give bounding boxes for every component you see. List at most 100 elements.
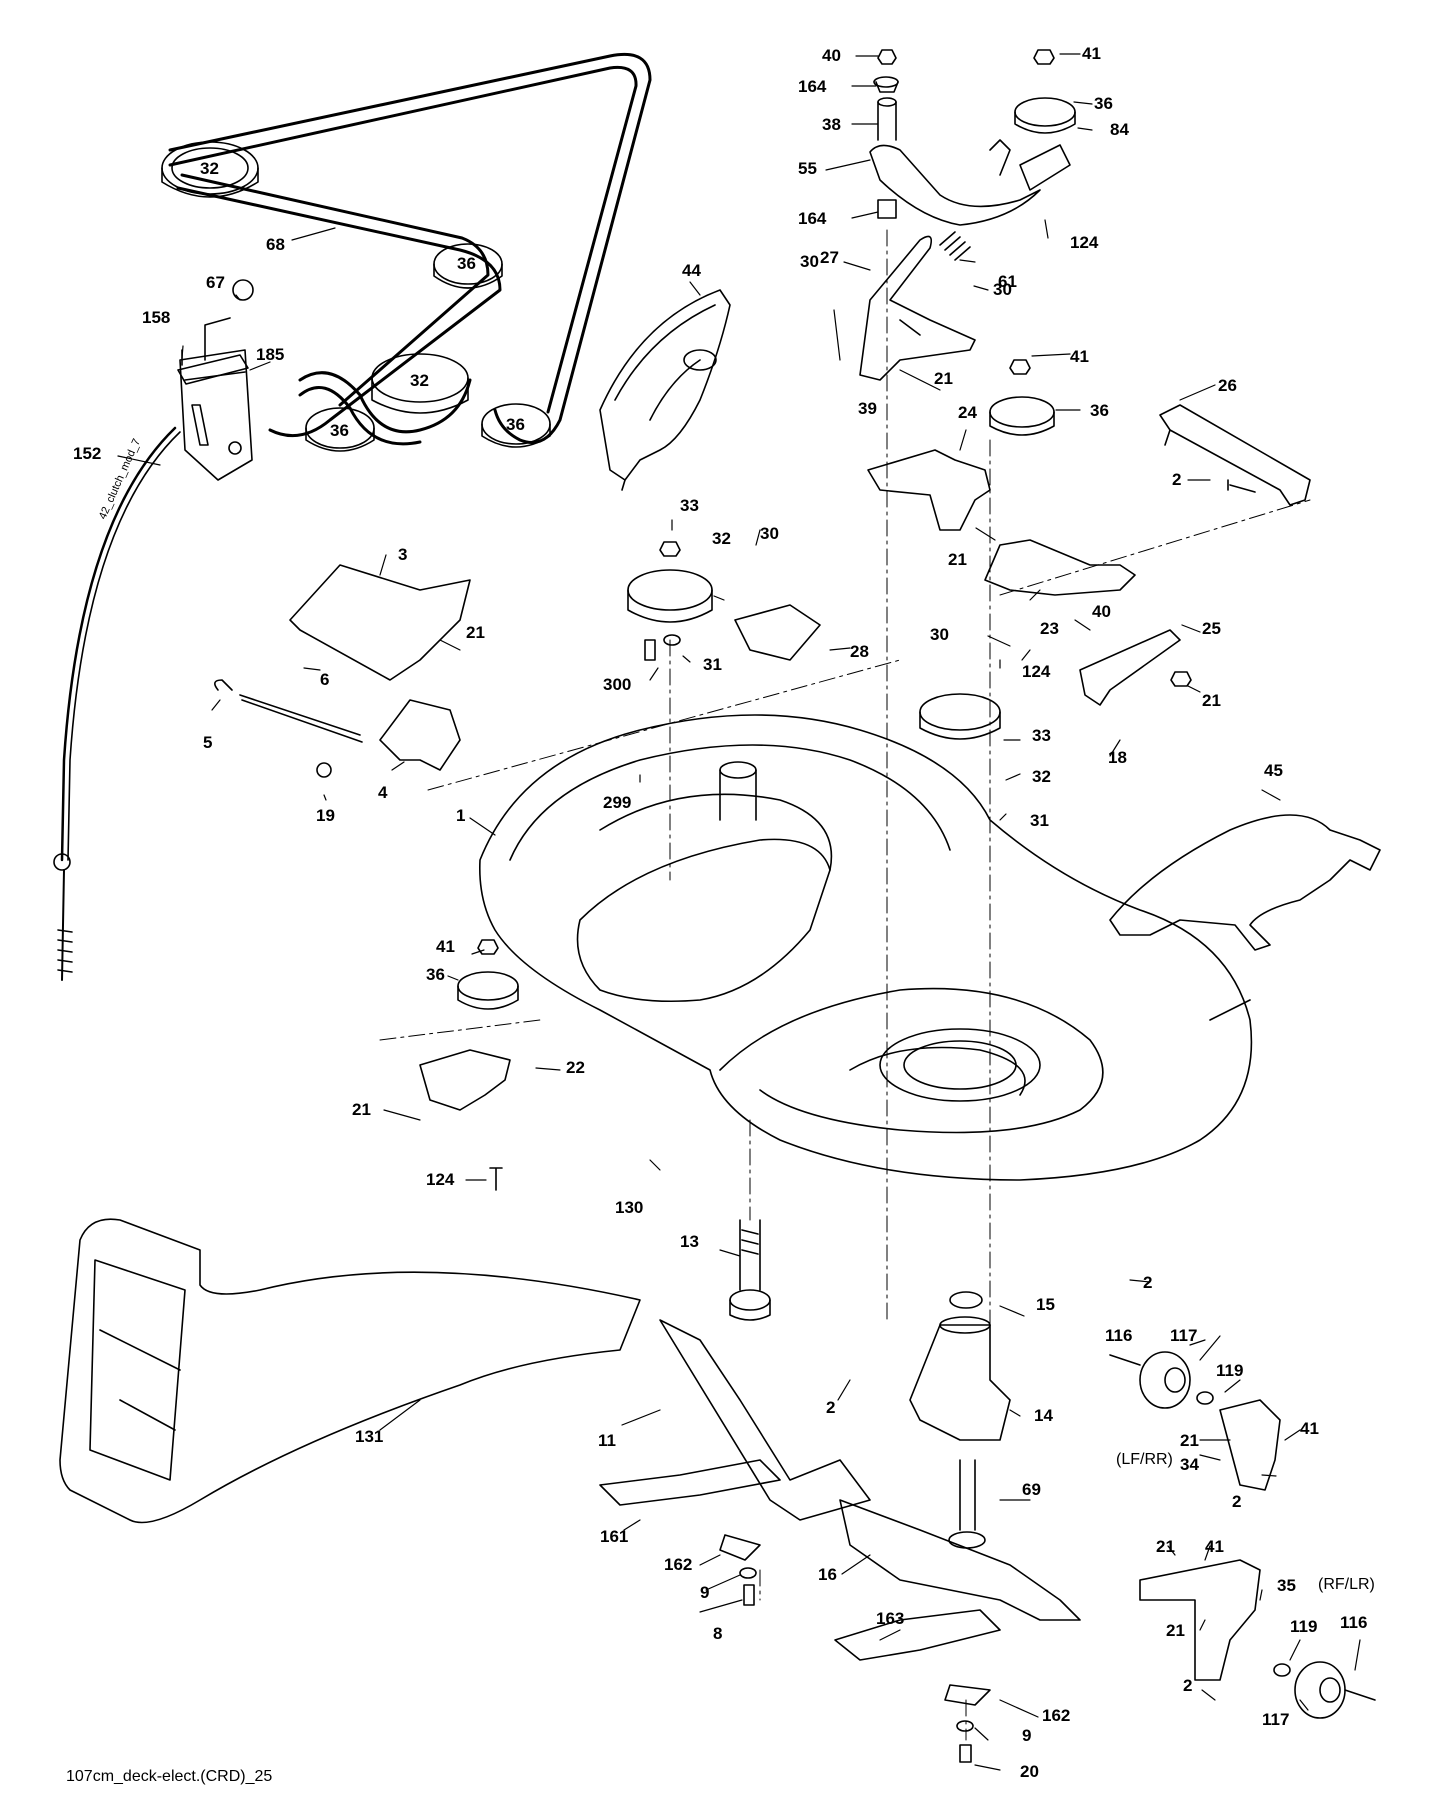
blade-11 (659, 1319, 871, 1521)
label-162a: 162 (664, 1555, 693, 1574)
idler-pulley-top-right (1014, 97, 1076, 134)
label-16: 16 (818, 1565, 837, 1584)
nut-40-top (877, 49, 897, 65)
label-9b: 9 (1022, 1726, 1032, 1745)
label-119a: 119 (1216, 1361, 1244, 1380)
label-61: 61 (998, 272, 1017, 291)
wheel-117-lower (1294, 1661, 1346, 1719)
label-124c: 124 (426, 1170, 455, 1189)
label-116b: 116 (1340, 1613, 1368, 1632)
spacer-38 (877, 97, 897, 141)
bracket-27 (859, 235, 976, 381)
bearing-15 (949, 1291, 983, 1309)
bracket-3 (289, 564, 471, 681)
label-22: 22 (566, 1058, 585, 1077)
label-26: 26 (1218, 376, 1237, 395)
belt-pulley-36-right (481, 403, 551, 448)
label-44: 44 (682, 261, 701, 280)
label-40b: 40 (1092, 602, 1111, 621)
label-20: 20 (1020, 1762, 1039, 1781)
bracket-4 (379, 699, 461, 771)
belt-pulley-36-upper (433, 243, 503, 289)
label-40: 40 (822, 46, 841, 65)
bracket-22 (419, 1049, 511, 1111)
label-30a: 30 (800, 252, 819, 271)
label-8: 8 (713, 1624, 723, 1643)
bolt-116-upper (1109, 1354, 1141, 1366)
clip-5 (214, 679, 233, 691)
label-21f: 21 (1180, 1431, 1199, 1450)
washer-9-left (739, 1567, 757, 1579)
label-36c: 36 (426, 965, 445, 984)
label-21d: 21 (466, 623, 485, 642)
nut-41-top (1033, 49, 1055, 65)
bolt-8 (743, 1584, 755, 1606)
label-11: 11 (598, 1431, 616, 1450)
label-33b: 33 (1032, 726, 1051, 745)
bracket-25 (1079, 629, 1181, 706)
label-41e: 41 (1205, 1537, 1224, 1556)
label-32b: 32 (1032, 767, 1051, 786)
bolt-19 (316, 762, 332, 778)
label-116a: 116 (1105, 1326, 1133, 1345)
washer-9-right (956, 1720, 974, 1732)
label-117a: 117 (1170, 1326, 1198, 1345)
spindle-shaft-13 (729, 1219, 771, 1321)
belt-guard-left (599, 289, 731, 491)
label-9a: 9 (700, 1583, 710, 1602)
label-117b: 117 (1262, 1710, 1290, 1729)
idler-pulley-36-right (989, 396, 1055, 436)
label-32-belt-lower: 32 (410, 371, 429, 390)
label-41b: 41 (1070, 347, 1089, 366)
bolt-124-left (489, 1167, 503, 1191)
blade-163 (834, 1609, 1001, 1661)
nut-41-left (477, 939, 499, 955)
label-2a: 2 (1172, 470, 1182, 489)
bracket-26 (1159, 404, 1311, 506)
label-30b: 30 (993, 280, 1012, 299)
label-25: 25 (1202, 619, 1221, 638)
label-31a: 31 (703, 655, 722, 674)
belt-pulley-36-left (305, 407, 375, 452)
idler-arm-55 (869, 139, 1071, 226)
leader-lines (117, 53, 1361, 1771)
label-6: 6 (320, 670, 330, 689)
label-5: 5 (203, 733, 213, 752)
label-164: 164 (798, 77, 827, 96)
washer-119-upper (1196, 1391, 1214, 1405)
diagram-footer-caption: 107cm_deck-elect.(CRD)_25 (66, 1768, 273, 1785)
label-36b: 36 (1090, 401, 1109, 420)
washer-31 (663, 634, 681, 646)
label-21b: 21 (948, 550, 967, 569)
note-rf-lr: (RF/LR) (1318, 1576, 1375, 1593)
label-41c: 41 (436, 937, 455, 956)
label-299: 299 (603, 793, 632, 812)
adapter-162-left (719, 1534, 761, 1561)
deck-shield-45 (1109, 814, 1381, 951)
nut-21-bracket25 (1170, 671, 1192, 687)
wheel-117-upper (1139, 1351, 1191, 1409)
label-15: 15 (1036, 1295, 1055, 1314)
label-13: 13 (680, 1232, 699, 1251)
mower-deck (478, 714, 1253, 1181)
label-41: 41 (1082, 44, 1101, 63)
label-69: 69 (1022, 1480, 1041, 1499)
label-130: 130 (615, 1198, 644, 1217)
label-30d: 30 (760, 524, 779, 543)
label-1: 1 (456, 806, 466, 825)
spindle-housing-14 (909, 1316, 1011, 1441)
label-2e: 2 (1183, 1676, 1193, 1695)
shaft-69 (948, 1459, 986, 1549)
spring-61 (939, 231, 971, 261)
label-2d: 2 (1232, 1492, 1242, 1511)
bolt-20 (959, 1744, 972, 1763)
label-31b: 31 (1030, 811, 1049, 830)
grass-chute (59, 1218, 641, 1524)
label-18: 18 (1108, 748, 1127, 767)
label-67: 67 (206, 273, 225, 292)
label-84: 84 (1110, 120, 1129, 139)
pulley-32-33-mid-right (919, 693, 1001, 740)
label-45: 45 (1264, 761, 1283, 780)
label-124: 124 (1070, 233, 1099, 252)
label-124b: 124 (1022, 662, 1051, 681)
